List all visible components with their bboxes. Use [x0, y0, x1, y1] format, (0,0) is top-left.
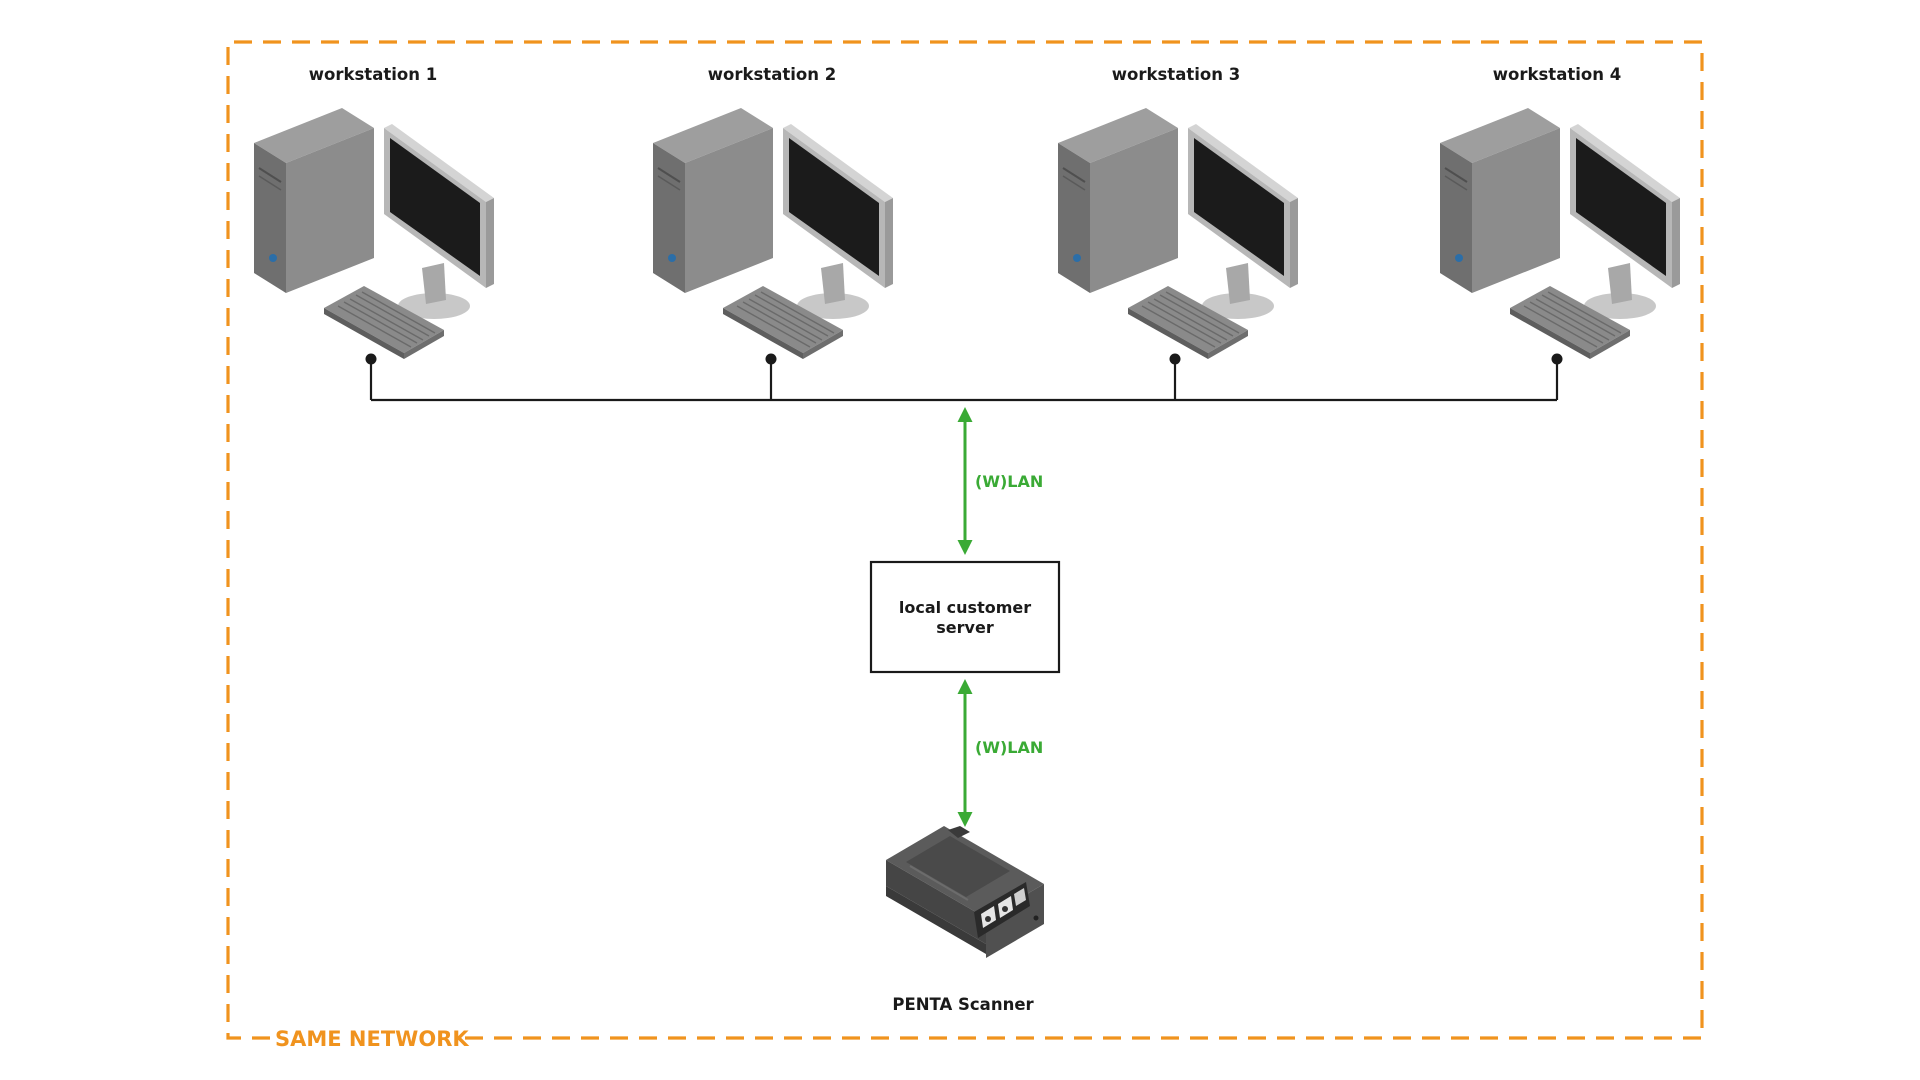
connection-dot [1551, 353, 1563, 365]
desktop-computer-icon [652, 107, 894, 360]
wlan-label-lower: (W)LAN [975, 738, 1043, 757]
workstation-1-label: workstation 1 [309, 65, 437, 84]
workstation-3-label: workstation 3 [1112, 65, 1240, 84]
server-label-line2: server [936, 618, 994, 637]
local-customer-server: local customer server [869, 560, 1061, 674]
workstation-bus [369, 359, 1559, 402]
workstation-2-label: workstation 2 [708, 65, 836, 84]
connection-dot [365, 353, 377, 365]
desktop-computer-icon [1439, 107, 1681, 360]
scanner-icon [886, 826, 1044, 958]
desktop-computer-icon [253, 107, 495, 360]
same-network-label: SAME NETWORK [275, 1027, 469, 1051]
connection-dot [1169, 353, 1181, 365]
server-label-line1: local customer [899, 598, 1031, 617]
wlan-label-upper: (W)LAN [975, 472, 1043, 491]
desktop-computer-icon [1057, 107, 1299, 360]
workstation-4-label: workstation 4 [1493, 65, 1621, 84]
same-network-boundary: SAME NETWORK [226, 40, 1704, 1051]
scanner-label: PENTA Scanner [892, 995, 1034, 1014]
connection-dot [765, 353, 777, 365]
